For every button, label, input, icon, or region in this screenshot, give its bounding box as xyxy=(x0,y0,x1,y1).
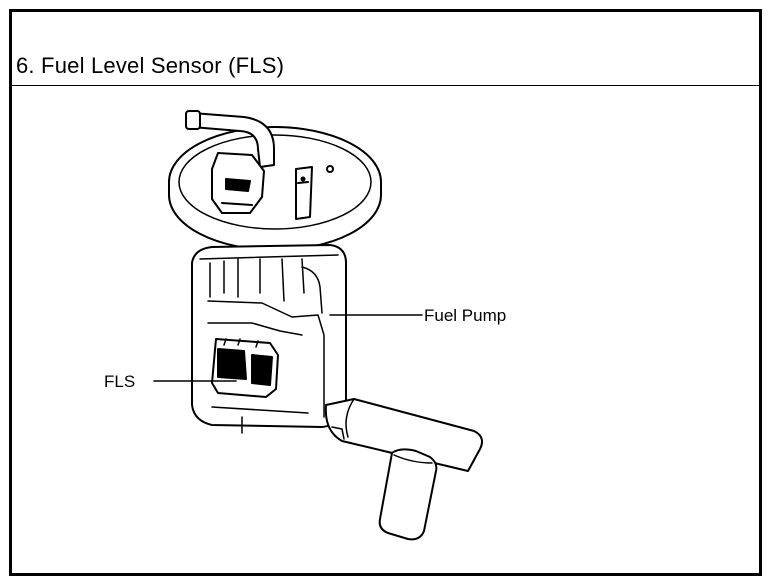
fuel-pump-label: Fuel Pump xyxy=(424,306,506,325)
filter-tube xyxy=(378,448,438,541)
page-frame: 6. Fuel Level Sensor (FLS) xyxy=(9,9,762,576)
electrical-connector xyxy=(211,152,265,214)
fls-label: FLS xyxy=(104,372,135,391)
flange-bracket xyxy=(295,165,334,220)
fls-unit xyxy=(211,338,279,398)
page-title: 6. Fuel Level Sensor (FLS) xyxy=(16,53,285,78)
outlet-arm xyxy=(324,398,483,472)
flange-plate xyxy=(168,126,382,251)
header: 6. Fuel Level Sensor (FLS) xyxy=(12,12,759,86)
fuel-pump-diagram: Fuel Pump FLS xyxy=(104,110,506,541)
